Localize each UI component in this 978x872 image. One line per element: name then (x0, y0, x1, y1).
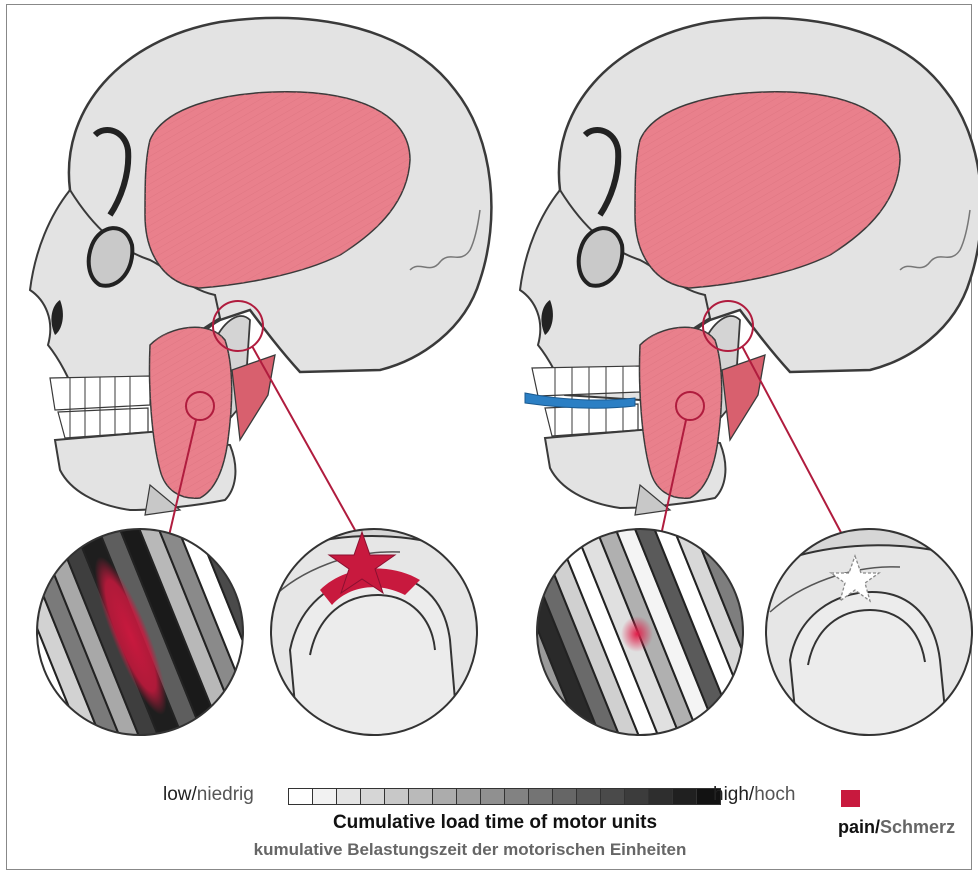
skull-right (520, 18, 978, 515)
scale-step (385, 789, 409, 804)
scale-step (529, 789, 553, 804)
pain-swatch (841, 790, 860, 807)
zoom-joint-right (760, 520, 978, 760)
scale-step (337, 789, 361, 804)
skull-left (30, 18, 491, 515)
pain-label: pain/Schmerz (838, 817, 955, 838)
scale-step (625, 789, 649, 804)
teeth-left (50, 376, 150, 438)
scale-step (457, 789, 481, 804)
scale-step (481, 789, 505, 804)
scale-step (673, 789, 697, 804)
scale-step (577, 789, 601, 804)
zoom-muscle-left (0, 468, 294, 802)
legend-high-label: high/hoch (713, 784, 795, 806)
scale-step (361, 789, 385, 804)
zoom-joint-left (260, 520, 490, 760)
scale-step (433, 789, 457, 804)
scale-step (313, 789, 337, 804)
scale-step (409, 789, 433, 804)
caption-de: kumulative Belastungszeit der motorische… (150, 840, 790, 860)
scale-step (553, 789, 577, 804)
zoom-muscle-right (487, 470, 790, 802)
scale-step (649, 789, 673, 804)
load-legend: low/niedrig high/hoch (0, 784, 978, 804)
legend-low-label: low/niedrig (163, 784, 254, 806)
scale-step (601, 789, 625, 804)
load-scale-bar (288, 788, 721, 805)
pterygoid-muscle (722, 355, 765, 440)
pterygoid-muscle (232, 355, 275, 440)
scale-step (505, 789, 529, 804)
scale-step (289, 789, 313, 804)
caption-en: Cumulative load time of motor units (280, 812, 710, 834)
